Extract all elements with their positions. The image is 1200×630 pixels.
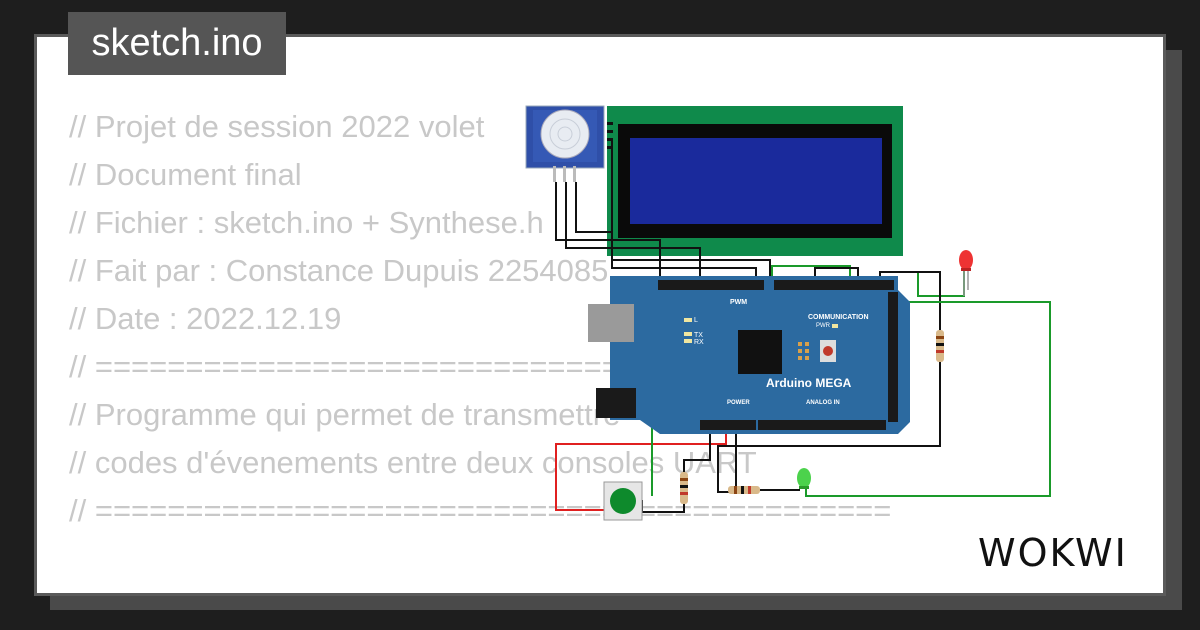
analog-in-label: ANALOG IN	[806, 400, 840, 406]
pwr-label: PWR	[816, 323, 831, 329]
resistor-green-led[interactable]	[728, 486, 760, 494]
card-shadow-right	[1166, 50, 1182, 610]
led-label-rx: RX	[694, 339, 704, 346]
power-label: POWER	[727, 400, 750, 406]
resistor-button[interactable]	[680, 472, 688, 504]
code-line: // Projet de session 2022 volet	[69, 109, 485, 144]
pushbutton[interactable]	[603, 481, 643, 521]
code-line: // codes d'évenements entre deux console…	[69, 445, 757, 480]
code-line: // Programme qui permet de transmettre	[69, 397, 621, 432]
pwm-label: PWM	[730, 299, 747, 306]
wokwi-logo: WOKWI	[978, 531, 1128, 575]
led-label-tx: TX	[694, 332, 703, 339]
code-background: // Projet de session 2022 volet // Docum…	[69, 103, 892, 593]
arduino-mega-board[interactable]: L TX RX PWM COMMUNICATION PWR Arduino ME…	[588, 276, 910, 434]
code-line: #include "Synthese.h"	[69, 583, 891, 593]
file-title: sketch.ino	[68, 12, 286, 75]
pir-sensor[interactable]	[525, 105, 605, 182]
wokwi-wordmark: WOKWI	[978, 531, 1128, 575]
code-line: // Fichier : sketch.ino + Synthese.h	[69, 205, 544, 240]
code-line: // =====================================…	[69, 493, 892, 528]
code-line: // Document final	[69, 157, 302, 192]
green-led[interactable]	[797, 468, 811, 489]
communication-label: COMMUNICATION	[808, 314, 869, 321]
card-shadow-bottom	[50, 596, 1182, 610]
red-led[interactable]	[959, 250, 973, 296]
led-label-l: L	[694, 317, 698, 324]
code-line: // Date : 2022.12.19	[69, 301, 342, 336]
code-line: // Fait par : Constance Dupuis 2254085	[69, 253, 609, 288]
board-name: Arduino MEGA	[766, 376, 852, 390]
resistor-red-led[interactable]	[936, 330, 944, 362]
lcd-display[interactable]	[607, 106, 903, 256]
